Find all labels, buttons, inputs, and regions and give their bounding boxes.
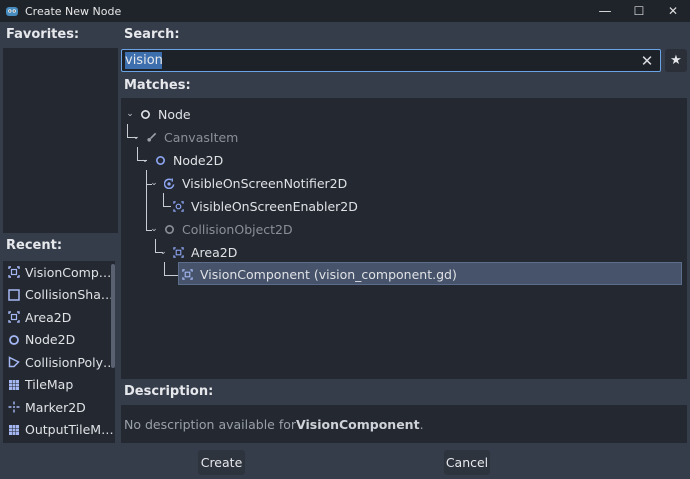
tree-guide-line — [146, 170, 147, 231]
clear-search-icon[interactable]: ✕ — [640, 51, 654, 70]
favorite-star-icon[interactable]: ★ — [665, 49, 687, 72]
node-icon — [7, 333, 20, 346]
search-field[interactable]: ✕ — [121, 49, 661, 72]
matches-label: Matches: — [124, 78, 191, 93]
recent-item-label: Node2D — [25, 332, 76, 348]
area-icon — [181, 268, 194, 281]
minimize-button[interactable]: — — [598, 3, 612, 19]
recent-item[interactable]: VisionComp… — [3, 261, 115, 284]
tree-guide-line — [155, 239, 163, 253]
maximize-button[interactable]: ☐ — [633, 4, 645, 18]
recent-item-label: TileMap — [25, 377, 74, 393]
description-node-name: VisionComponent — [296, 416, 420, 432]
tree-guide-line — [164, 262, 179, 276]
tree-item-label: CollisionObject2D — [182, 221, 293, 237]
tree-guide-line — [146, 184, 152, 185]
recent-item[interactable]: CollisionSha… — [3, 284, 115, 307]
description-panel: No description available for VisionCompo… — [121, 405, 687, 443]
tree-item-label: VisibleOnScreenEnabler2D — [191, 198, 358, 214]
tree-item-collisionobject2d[interactable]: ⌄ CollisionObject2D — [149, 218, 293, 240]
chevron-down-icon[interactable]: ⌄ — [159, 247, 167, 257]
recent-list[interactable]: VisionComp… CollisionSha… Area2D Node2D … — [3, 261, 115, 443]
favorites-label: Favorites: — [6, 27, 80, 42]
tree-guide-line — [163, 193, 171, 207]
chevron-down-icon[interactable]: ⌄ — [141, 155, 149, 165]
recent-item-label: Area2D — [25, 309, 72, 325]
recent-item[interactable]: CollisionPoly… — [3, 351, 115, 374]
window-title: Create New Node — [25, 4, 122, 18]
marker-icon — [7, 401, 20, 414]
tree-item-canvasitem[interactable]: ⌄ CanvasItem — [131, 126, 238, 148]
recent-item[interactable]: Node2D — [3, 329, 115, 352]
tree-item-visibleonscreenenabler2d[interactable]: VisibleOnScreenEnabler2D — [172, 195, 358, 217]
tree-item-node[interactable]: ⌄ Node — [125, 103, 191, 125]
notifier-icon — [163, 177, 176, 190]
godot-icon — [6, 7, 18, 16]
recent-item[interactable]: OutputTileM… — [3, 419, 115, 442]
tree-item-visioncomponent[interactable]: VisionComponent (vision_component.gd) — [181, 263, 457, 285]
recent-item-label: VisionComp… — [25, 264, 112, 280]
recent-label: Recent: — [6, 238, 63, 253]
chevron-down-icon[interactable]: ⌄ — [132, 132, 140, 142]
chevron-down-icon[interactable]: ⌄ — [150, 224, 158, 234]
brush-icon — [145, 131, 158, 144]
title-bar: Create New Node — ☐ ✕ — [0, 0, 690, 22]
recent-item-label: CollisionPoly… — [25, 354, 115, 370]
collision-polygon-icon — [7, 356, 20, 369]
node-icon — [163, 223, 176, 236]
recent-item[interactable]: TileMap — [3, 374, 115, 397]
area-icon — [7, 311, 20, 324]
create-button[interactable]: Create — [198, 450, 245, 475]
selected-match-row[interactable] — [178, 262, 682, 285]
recent-item[interactable]: Marker2D — [3, 396, 115, 419]
close-button[interactable]: ✕ — [667, 4, 679, 18]
tree-guide-line — [146, 230, 152, 231]
node-icon — [139, 108, 152, 121]
tree-item-node2d[interactable]: ⌄ Node2D — [140, 149, 223, 171]
tree-item-label: CanvasItem — [164, 129, 239, 145]
tree-item-label: VisionComponent (vision_component.gd) — [200, 266, 457, 282]
recent-item-label: OutputTileM… — [25, 422, 114, 438]
tree-item-label: Node — [158, 106, 191, 122]
recent-item-label: CollisionSha… — [25, 287, 114, 303]
recent-scrollbar[interactable] — [111, 264, 115, 368]
description-prefix: No description available for — [124, 416, 297, 432]
search-input[interactable] — [122, 53, 622, 68]
node-icon — [154, 154, 167, 167]
tree-item-label: Node2D — [173, 152, 224, 168]
tilemap-icon — [7, 378, 20, 391]
tree-item-label: Area2D — [191, 244, 238, 260]
area-icon — [7, 266, 20, 279]
recent-item[interactable]: Area2D — [3, 306, 115, 329]
favorites-list[interactable] — [3, 48, 118, 233]
tree-guide-line — [127, 124, 137, 138]
tilemap-icon — [7, 423, 20, 436]
cancel-button[interactable]: Cancel — [444, 450, 490, 475]
area-icon — [172, 246, 185, 259]
tree-item-area2d[interactable]: ⌄ Area2D — [158, 241, 237, 263]
collision-shape-icon — [7, 288, 20, 301]
chevron-down-icon[interactable]: ⌄ — [150, 178, 158, 188]
recent-item-label: Marker2D — [25, 399, 86, 415]
matches-tree[interactable] — [121, 98, 687, 379]
tree-guide-line — [137, 147, 147, 161]
enabler-icon — [172, 200, 185, 213]
description-suffix: . — [419, 416, 424, 432]
search-label: Search: — [124, 27, 180, 42]
tree-item-visibleonscreennotifier2d[interactable]: ⌄ VisibleOnScreenNotifier2D — [149, 172, 347, 194]
chevron-down-icon[interactable]: ⌄ — [126, 109, 134, 119]
description-label: Description: — [124, 384, 214, 399]
tree-item-label: VisibleOnScreenNotifier2D — [182, 175, 348, 191]
